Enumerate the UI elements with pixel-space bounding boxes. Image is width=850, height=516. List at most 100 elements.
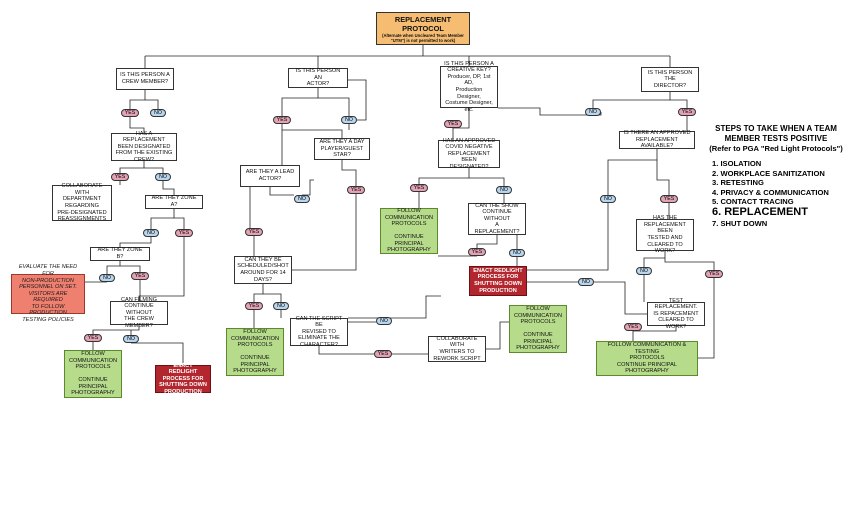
no-label: NO <box>578 278 594 286</box>
approved-replacement-question: IS THERE AN APPROVED REPLACEMENT AVAILAB… <box>619 130 695 149</box>
yes-label: YES <box>678 108 696 116</box>
connector-line <box>119 161 164 173</box>
day-player-question: ARE THEY A DAY PLAYER/GUEST STAR? <box>314 138 370 160</box>
crew-replacement-question: HAS A REPLACEMENT BEEN DESIGNATED FROM T… <box>111 131 177 163</box>
yes-label: YES <box>468 248 486 256</box>
test-replacement-question: TEST REPLACEMENT. IS REPACEMENT CLEARED … <box>647 298 705 330</box>
yes-label: YES <box>273 116 291 124</box>
connector-line <box>253 284 282 302</box>
connector-line <box>292 160 357 271</box>
yes-label: YES <box>131 272 149 280</box>
connector-line <box>418 168 505 186</box>
step-item: 3. RETESTING <box>712 178 764 188</box>
yes-label: YES <box>111 173 129 181</box>
yes-label: YES <box>175 229 193 237</box>
connector-line <box>92 342 184 365</box>
no-label: NO <box>99 274 115 282</box>
step-item: 5. CONTACT TRACING <box>712 197 794 207</box>
step-item-emphasized: 6. REPLACEMENT <box>712 206 808 219</box>
step-item: 2. WORKPLACE SANITIZATION <box>712 168 825 178</box>
actor-question: IS THIS PERSON AN ACTOR? <box>288 68 348 88</box>
yes-label: YES <box>245 228 263 236</box>
connector-line <box>348 295 441 319</box>
connector-line <box>129 117 145 133</box>
steps-heading: STEPS TO TAKE WHEN A TEAM MEMBER TESTS P… <box>715 124 837 143</box>
connector-line <box>486 321 509 350</box>
crew-member-question: IS THIS PERSON A CREW MEMBER? <box>116 68 174 90</box>
yes-label: YES <box>347 186 365 194</box>
connector-line <box>85 280 141 301</box>
yes-label: YES <box>660 195 678 203</box>
yes-label: YES <box>624 323 642 331</box>
zone-a-question: ARE THEY ZONE A? <box>145 195 203 209</box>
connector-line <box>129 90 159 109</box>
evaluate-personnel-box: EVALUATE THE NEED FOR NON-PRODUCTION PER… <box>11 264 85 323</box>
title-subtext: (Alternate when Uncleared Team Member "U… <box>382 32 464 43</box>
connector-line <box>527 203 609 271</box>
no-label: NO <box>600 195 616 203</box>
collaborate-department-box: COLLABORATE WITH DEPARTMENT REGARDING PR… <box>52 183 112 222</box>
connector-line <box>119 181 175 195</box>
yes-label: YES <box>374 350 392 358</box>
connector-line <box>607 149 670 195</box>
title-text: REPLACEMENT PROTOCOL <box>394 14 452 33</box>
yes-label: YES <box>121 109 139 117</box>
no-label: NO <box>123 335 139 343</box>
replacement-tested-question: HAS THE REPLACEMENT BEEN TESTED AND CLEA… <box>636 215 694 254</box>
no-label: NO <box>341 116 357 124</box>
lead-actor-question: ARE THEY A LEAD ACTOR? <box>240 165 300 187</box>
yes-label: YES <box>444 120 462 128</box>
no-label: NO <box>496 186 512 194</box>
enact-redlight-box-1: ENACT REDLIGHT PROCESS FOR SHUTTING DOWN… <box>155 363 211 395</box>
zone-b-question: ARE THEY ZONE B? <box>90 247 150 261</box>
step-item: 1. ISOLATION <box>712 159 762 169</box>
steps-panel: STEPS TO TAKE WHEN A TEAM MEMBER TESTS P… <box>708 124 844 229</box>
no-label: NO <box>273 302 289 310</box>
follow-protocols-box-2: FOLLOW COMMUNICATION PROTOCOLS CONTINUE … <box>226 328 284 376</box>
connector-line <box>318 321 428 355</box>
no-label: NO <box>509 249 525 257</box>
follow-protocols-box-4: FOLLOW COMMUNICATION PROTOCOLS CONTINUE … <box>380 208 438 254</box>
yes-label: YES <box>705 270 723 278</box>
no-label: NO <box>155 173 171 181</box>
no-label: NO <box>294 195 310 203</box>
connector-line <box>643 251 715 270</box>
connector-line <box>249 179 314 228</box>
step-item: 7. SHUT DOWN <box>712 219 768 229</box>
no-label: NO <box>585 108 601 116</box>
connector-line <box>119 237 185 301</box>
connector-line <box>643 275 715 359</box>
steps-list: 1. ISOLATION 2. WORKPLACE SANITIZATION 3… <box>708 159 844 228</box>
connector-line <box>498 92 688 116</box>
connector-line <box>418 192 505 208</box>
connector-line <box>106 261 141 274</box>
step-item: 4. PRIVACY & COMMUNICATION <box>712 187 829 197</box>
enact-redlight-box-2: ENACT REDLIGHT PROCESS FOR SHUTTING DOWN… <box>469 266 527 296</box>
yes-label: YES <box>410 184 428 192</box>
filming-continue-question: CAN FILMING CONTINUE WITHOUT THE CREW ME… <box>110 297 168 329</box>
script-revise-question: CAN THE SCRIPT BE REVISED TO ELIMINATE T… <box>290 316 348 348</box>
show-continue-question: CAN THE SHOW CONTINUE WITHOUT A REPLACEM… <box>468 203 526 235</box>
no-label: NO <box>150 109 166 117</box>
creative-key-question: IS THIS PERSON A CREATIVE KEY? Producer,… <box>440 61 498 113</box>
follow-protocols-box-5: FOLLOW COMMUNICATION & TESTING PROTOCOLS… <box>596 341 698 376</box>
title-box: REPLACEMENT PROTOCOL (Alternate when Unc… <box>376 12 470 45</box>
connector-line <box>144 45 671 68</box>
scheduled-around-question: CAN THEY BE SCHEDULED/SHOT AROUND FOR 14… <box>234 256 292 284</box>
director-question: IS THIS PERSON THE DIRECTOR? <box>641 67 699 92</box>
no-label: NO <box>143 229 159 237</box>
connector-line <box>92 325 140 335</box>
no-label: NO <box>636 267 652 275</box>
covid-replacement-question: HAS AN APPROVED COVID NEGATIVE REPLACEME… <box>438 138 500 170</box>
connector-line <box>150 209 185 229</box>
collaborate-writers-box: COLLABORATE WITH WRITERS TO REWORK SCRIP… <box>428 336 486 362</box>
follow-protocols-box-1: FOLLOW COMMUNICATION PROTOCOLS CONTINUE … <box>64 350 122 398</box>
connector-line <box>632 326 677 341</box>
yes-label: YES <box>84 334 102 342</box>
no-label: NO <box>376 317 392 325</box>
connector-line <box>281 124 350 165</box>
connector-line <box>438 255 518 266</box>
connector-line <box>476 235 518 249</box>
